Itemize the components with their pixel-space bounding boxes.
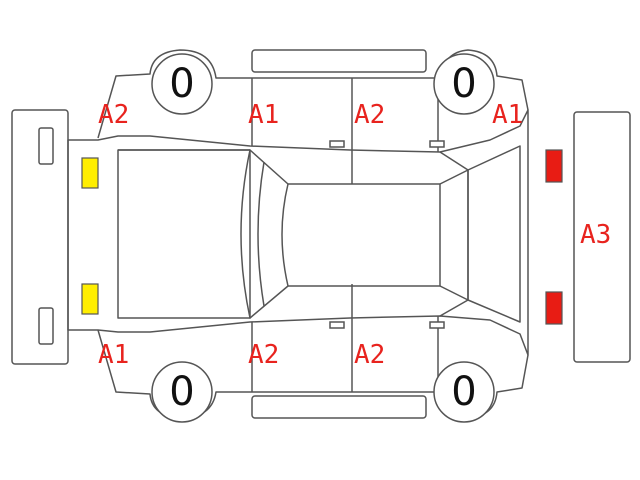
rear-left-fender-damage: A1 <box>492 100 524 130</box>
windshield-inner <box>257 161 265 307</box>
front-right-tire-value: 0 <box>169 369 195 415</box>
right-quarter-line <box>439 299 469 317</box>
left-side-sill <box>97 49 529 139</box>
rear-bumper <box>573 111 631 363</box>
hood <box>117 149 251 319</box>
car-body-outline <box>67 109 529 356</box>
rear-right-tire-value: 0 <box>451 369 477 415</box>
rear-left-wheel <box>433 53 495 115</box>
rear-taillight-lower-marker <box>545 291 563 325</box>
front-right-wheel <box>151 361 213 423</box>
rear-left-tire-value: 0 <box>451 61 477 107</box>
rear-left-door-damage: A2 <box>354 100 386 130</box>
right-rear-door-handle <box>429 321 445 329</box>
rear-right-wheel <box>433 361 495 423</box>
trunk-lid <box>467 145 521 323</box>
rear-right-door-damage: A2 <box>354 340 386 370</box>
right-front-door-handle <box>329 321 345 329</box>
roof <box>288 183 441 287</box>
front-headlight-upper-marker <box>81 157 99 189</box>
rear-taillight-upper-marker <box>545 149 563 183</box>
left-front-door-handle <box>329 140 345 148</box>
front-left-wheel <box>151 53 213 115</box>
rear-window <box>439 169 469 301</box>
front-bumper-upper-slot <box>38 127 54 165</box>
front-bumper-lower-slot <box>38 307 54 345</box>
rear-bumper-damage: A3 <box>580 220 612 250</box>
left-rear-door-handle <box>429 140 445 148</box>
windshield <box>240 149 289 319</box>
front-right-fender-damage: A1 <box>98 340 130 370</box>
front-right-door-damage: A2 <box>248 340 280 370</box>
front-headlight-lower-marker <box>81 283 99 315</box>
top-roof-strip <box>251 49 427 73</box>
bottom-roof-strip <box>251 395 427 419</box>
left-quarter-line <box>439 151 469 171</box>
front-left-fender-damage: A2 <box>98 100 130 130</box>
front-left-door-damage: A1 <box>248 100 280 130</box>
front-left-tire-value: 0 <box>169 61 195 107</box>
